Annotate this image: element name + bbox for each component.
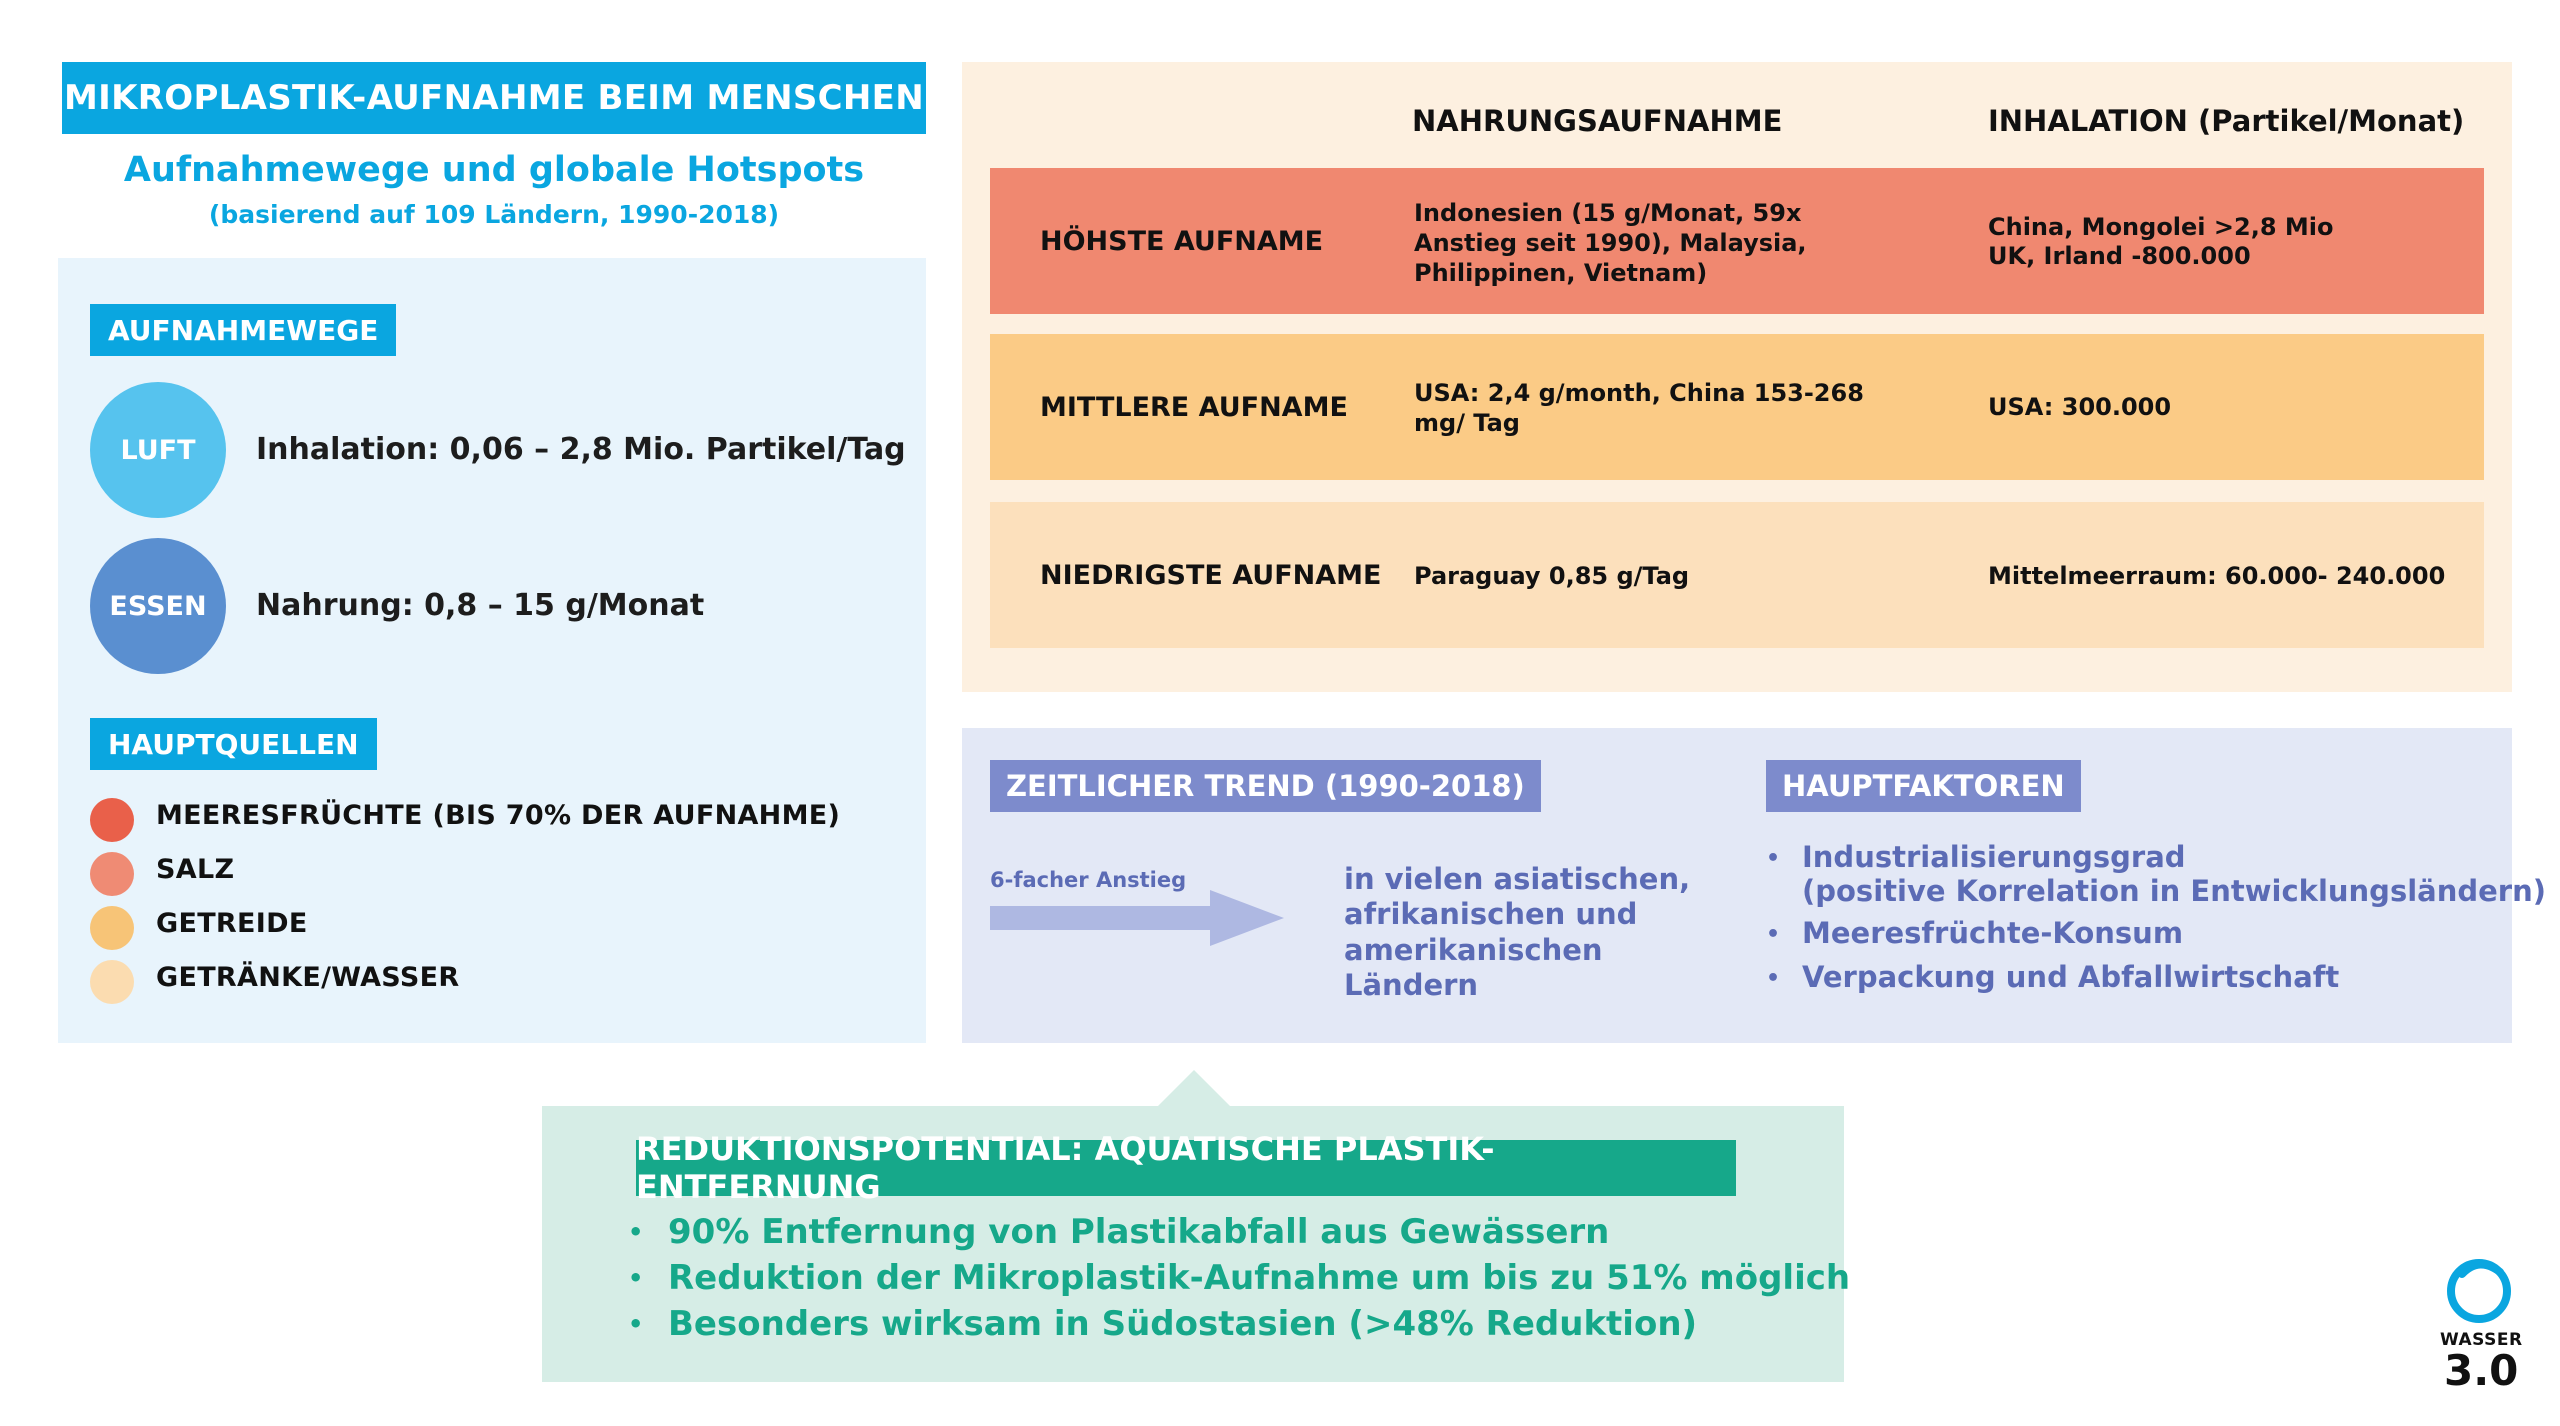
logo-number: 3.0 [2444,1346,2519,1395]
wasser-logo-icon [2447,1259,2511,1323]
source-getraenke: GETRÄNKE/WASSER [156,962,460,993]
luft-circle: LUFT [90,382,226,518]
factor-2: Meeresfrüchte-Konsum [1802,916,2184,950]
reduction-bullet: • [628,1310,644,1338]
luft-circle-label: LUFT [120,434,196,466]
table-row-highest [990,168,2484,314]
pointer-triangle-icon [1156,1070,1232,1108]
aufnahmewege-label: AUFNAHMEWEGE [90,304,397,356]
trend-label-text: ZEITLICHER TREND (1990-2018) [1006,769,1525,803]
trend-arrow-icon [990,890,1284,946]
essen-circle: ESSEN [90,538,226,674]
source-dot-salz [90,852,134,896]
cell-highest-inhal-2: UK, Irland -800.000 [1988,242,2251,270]
factor-1-line2: (positive Korrelation in Entwicklungslän… [1802,874,2546,908]
row-label-highest: HÖHSTE AUFNAME [1040,226,1324,257]
reduction-label: REDUKTIONSPOTENTIAL: AQUATISCHE PLASTIK-… [636,1130,1736,1206]
factor-3: Verpackung und Abfallwirtschaft [1802,960,2340,994]
cell-highest-food: Indonesien (15 g/Monat, 59x Anstieg seit… [1414,199,1807,287]
column-header-inhalation: INHALATION (Partikel/Monat) [1988,104,2465,138]
hauptquellen-label: HAUPTQUELLEN [90,718,377,770]
factor-bullet: • [1766,846,1781,871]
cell-highest-inhal-1: China, Mongolei >2,8 Mio [1988,213,2334,241]
cell-medium-food: USA: 2,4 g/month, China 153-268 mg/ Tag [1414,379,1864,437]
row-label-medium: MITTLERE AUFNAME [1040,392,1348,423]
trend-description: in vielen asiatischen, afrikanischen und… [1344,862,1691,1003]
hauptquellen-label-text: HAUPTQUELLEN [108,727,359,761]
source-meeresfruechte: MEERESFRÜCHTE (BIS 70% DER AUFNAHME) [156,800,841,831]
subtitle: Aufnahmewege und globale Hotspots [123,150,865,190]
row-label-lowest: NIEDRIGSTE AUFNAME [1040,560,1382,591]
reduction-item-1: 90% Entfernung von Plastikabfall aus Gew… [668,1212,1610,1252]
essen-circle-label: ESSEN [109,590,207,622]
factor-bullet: • [1766,922,1781,947]
aufnahmewege-label-text: AUFNAHMEWEGE [108,313,379,347]
factor-1-line1: Industrialisierungsgrad [1802,840,2186,874]
arrow-label: 6-facher Anstieg [990,868,1187,892]
factors-label-text: HAUPTFAKTOREN [1782,769,2065,803]
cell-lowest-food: Paraguay 0,85 g/Tag [1414,562,1690,590]
source-dot-getreide [90,906,134,950]
reduction-label-text: REDUKTIONSPOTENTIAL: AQUATISCHE PLASTIK-… [636,1130,1495,1206]
cell-medium-inhal: USA: 300.000 [1988,393,2172,421]
table-row-lowest [990,502,2484,648]
reduction-bullet: • [628,1264,644,1292]
logo-wordmark: WASSER [2440,1330,2523,1350]
source-getreide: GETREIDE [156,908,308,939]
trend-label: ZEITLICHER TREND (1990-2018) [990,760,1541,812]
main-title: MIKROPLASTIK-AUFNAHME BEIM MENSCHEN [64,78,924,118]
reduction-item-3: Besonders wirksam in Südostasien (>48% R… [668,1304,1698,1344]
factor-bullet: • [1766,966,1781,991]
source-salz: SALZ [156,854,235,885]
cell-lowest-inhal: Mittelmeerraum: 60.000- 240.000 [1988,562,2446,590]
column-header-food: NAHRUNGSAUFNAHME [1412,104,1783,138]
source-dot-meeresfruechte [90,798,134,842]
source-dot-getraenke [90,960,134,1004]
reduction-item-2: Reduktion der Mikroplastik-Aufnahme um b… [668,1258,1851,1298]
subsubtitle: (basierend auf 109 Ländern, 1990-2018) [208,200,780,229]
reduction-bullet: • [628,1218,644,1246]
table-row-medium [990,334,2484,480]
inhalation-text: Inhalation: 0,06 – 2,8 Mio. Partikel/Tag [256,432,906,467]
main-title-banner: MIKROPLASTIK-AUFNAHME BEIM MENSCHEN [62,62,926,134]
nahrung-text: Nahrung: 0,8 – 15 g/Monat [256,588,705,623]
factors-label: HAUPTFAKTOREN [1766,760,2081,812]
